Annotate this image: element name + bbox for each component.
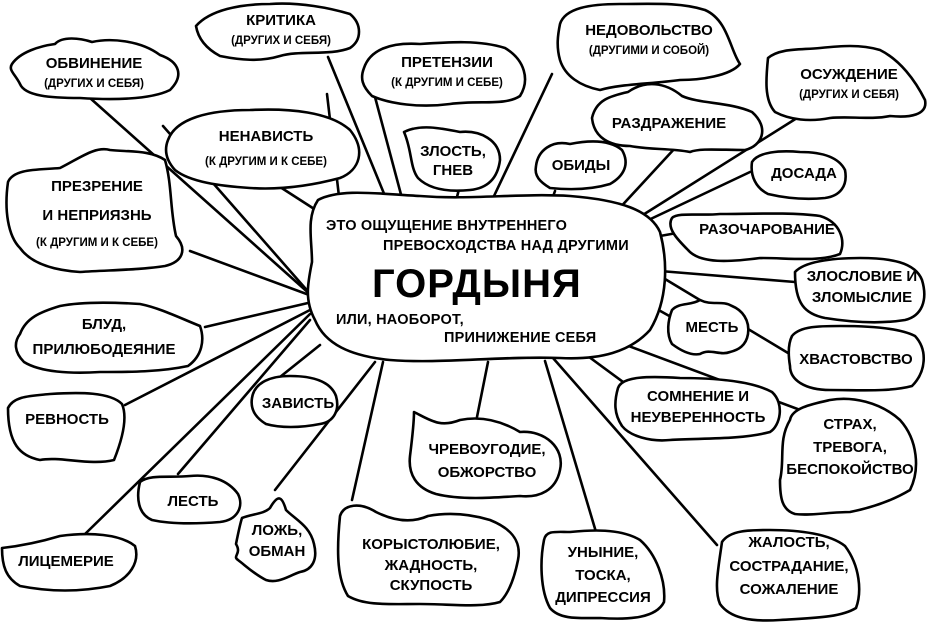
center-definition-line-2: ПРЕВОСХОДСТВА НАД ДРУГИМИ bbox=[383, 238, 629, 254]
center-alternative-line-2: ПРИНИЖЕНИЕ СЕБЯ bbox=[444, 330, 597, 346]
node-chrevougodie: ЧРЕВОУГОДИЕ, ОБЖОРСТВО bbox=[428, 441, 546, 481]
node-hvastovstvo: ХВАСТОВСТВО bbox=[799, 350, 913, 368]
node-dosada: ДОСАДА bbox=[771, 164, 837, 182]
node-osuzhdenie: ОСУЖДЕНИЕ (ДРУГИХ И СЕБЯ) bbox=[799, 65, 899, 101]
node-kritika: КРИТИКА (ДРУГИХ И СЕБЯ) bbox=[231, 11, 331, 47]
node-lest: ЛЕСТЬ bbox=[167, 492, 219, 510]
center-alternative-line-1: ИЛИ, НАОБОРОТ, bbox=[336, 312, 464, 328]
node-prezrenie: ПРЕЗРЕНИЕ И НЕПРИЯЗНЬ (К ДРУГИМ И К СЕБЕ… bbox=[36, 178, 158, 249]
node-razocharovanie: РАЗОЧАРОВАНИЕ bbox=[699, 220, 835, 238]
node-somnenie: СОМНЕНИЕ И НЕУВЕРЕННОСТЬ bbox=[630, 388, 766, 426]
node-nedovolstvo: НЕДОВОЛЬСТВО (ДРУГИМИ И СОБОЙ) bbox=[585, 21, 713, 57]
center-title: ГОРДЫНЯ bbox=[372, 262, 582, 306]
node-zlost-gnev: ЗЛОСТЬ, ГНЕВ bbox=[420, 143, 486, 179]
node-mest: МЕСТЬ bbox=[685, 318, 739, 336]
node-korystolyubie: КОРЫСТОЛЮБИЕ, ЖАДНОСТЬ, СКУПОСТЬ bbox=[362, 535, 500, 595]
node-lozh: ЛОЖЬ, ОБМАН bbox=[248, 522, 306, 560]
node-nenavist: НЕНАВИСТЬ (К ДРУГИМ И К СЕБЕ) bbox=[205, 128, 327, 169]
node-obidy: ОБИДЫ bbox=[551, 156, 611, 174]
center-definition-line-1: ЭТО ОЩУЩЕНИЕ ВНУТРЕННЕГО bbox=[326, 218, 568, 234]
node-zhalost: ЖАЛОСТЬ, СОСТРАДАНИЕ, СОЖАЛЕНИЕ bbox=[729, 533, 849, 599]
node-zloslovie: ЗЛОСЛОВИЕ И ЗЛОМЫСЛИЕ bbox=[806, 268, 918, 306]
node-pretenzii: ПРЕТЕНЗИИ (К ДРУГИМ И СЕБЕ) bbox=[391, 53, 503, 89]
node-unynie: УНЫНИЕ, ТОСКА, ДИПРЕССИЯ bbox=[555, 543, 651, 607]
node-razdrazhenie: РАЗДРАЖЕНИЕ bbox=[611, 114, 727, 132]
node-obvinenie: ОБВИНЕНИЕ (ДРУГИХ И СЕБЯ) bbox=[44, 54, 144, 90]
node-blud: БЛУД, ПРИЛЮБОДЕЯНИЕ bbox=[32, 316, 176, 358]
node-zavist: ЗАВИСТЬ bbox=[261, 394, 335, 412]
node-revnost: РЕВНОСТЬ bbox=[25, 410, 109, 428]
node-licemerie: ЛИЦЕМЕРИЕ bbox=[18, 552, 114, 570]
center-bubble bbox=[306, 191, 667, 363]
node-strah: СТРАХ, ТРЕВОГА, БЕСПОКОЙСТВО bbox=[786, 415, 914, 479]
